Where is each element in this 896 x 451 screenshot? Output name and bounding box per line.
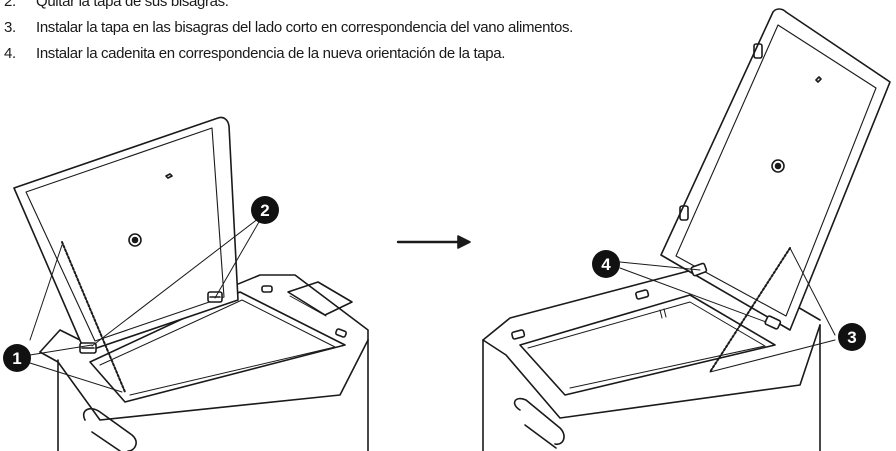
lid-left xyxy=(13,116,239,353)
callout-3-label: 3 xyxy=(847,328,856,347)
step-number: 3. xyxy=(4,19,16,36)
lid-right xyxy=(660,8,891,331)
lid-knob xyxy=(128,233,142,247)
transition-arrow xyxy=(396,235,471,249)
lid-chain-left xyxy=(61,241,126,393)
step-number: 4. xyxy=(4,45,16,62)
hinge-left-b xyxy=(79,342,97,354)
instruction-step-2: 2. Quitar la tapa de sus bisagras. xyxy=(4,0,229,13)
step-text: Instalar la tapa en las bisagras del lad… xyxy=(36,19,573,36)
cooler-rim-left xyxy=(39,274,369,353)
callout-1: 1 xyxy=(3,344,31,372)
step-text: Instalar la cadenita en correspondencia … xyxy=(36,45,506,62)
callout-2: 2 xyxy=(251,196,279,224)
lid-chain-right xyxy=(709,247,791,373)
lid-knob xyxy=(771,159,785,173)
step-number: 2. xyxy=(4,0,16,10)
cooler-body-left xyxy=(57,339,369,451)
instruction-step-3: 3. Instalar la tapa en las bisagras del l… xyxy=(4,17,573,39)
cooler-before-illustration xyxy=(13,116,369,451)
hinge-right-b xyxy=(764,315,782,330)
step-text: Quitar la tapa de sus bisagras. xyxy=(36,0,229,10)
cooler-after-illustration xyxy=(482,8,891,451)
handle-right xyxy=(513,397,565,449)
cooler-opening-right xyxy=(519,294,776,396)
callout-4: 4 xyxy=(592,250,620,278)
callout-3: 3 xyxy=(838,323,866,351)
handle-left xyxy=(82,408,137,451)
callout-4-label: 4 xyxy=(601,255,611,274)
callout-1-label: 1 xyxy=(12,349,21,368)
callout-2-label: 2 xyxy=(260,201,269,220)
instruction-step-4: 4. Instalar la cadenita en correspondenci… xyxy=(4,43,505,65)
hinge-left-a xyxy=(207,291,223,303)
cooler-body-right xyxy=(482,324,821,451)
